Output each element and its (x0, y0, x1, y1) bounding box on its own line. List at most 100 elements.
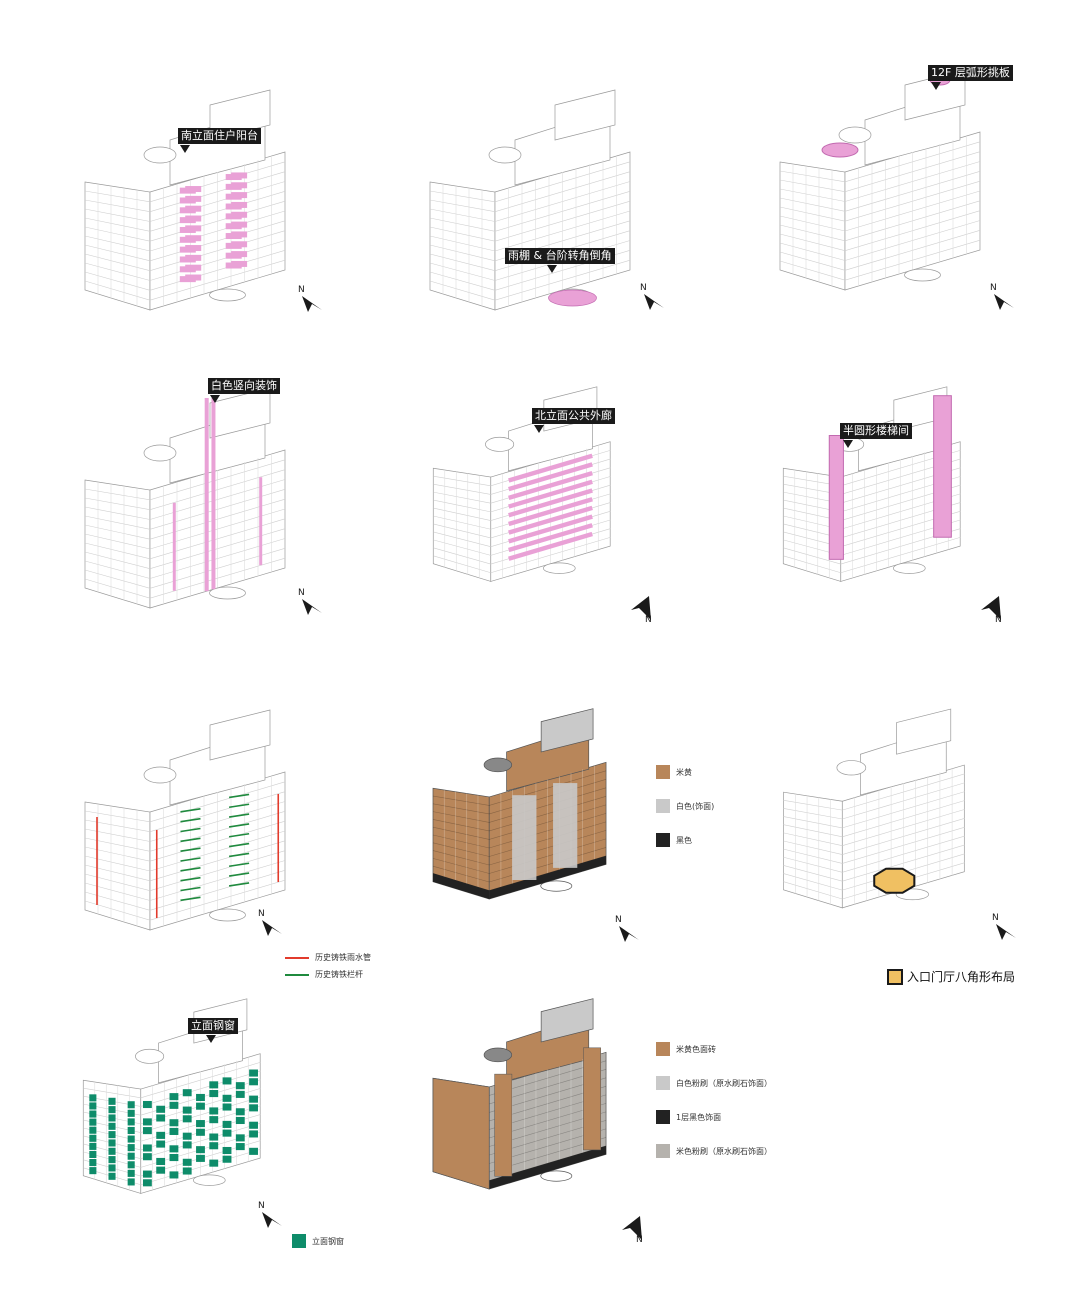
building-group (84, 709, 286, 931)
floor-line (432, 842, 490, 857)
callout-tag: 雨棚 & 台阶转角倒角 (505, 248, 615, 264)
floor-line (433, 539, 491, 556)
steel-window-highlight (127, 1135, 135, 1143)
railing-highlight (228, 793, 250, 799)
steel-window-highlight (89, 1118, 97, 1126)
steel-window-highlight (249, 1147, 258, 1155)
building-axonometric (84, 387, 286, 609)
floor-line (779, 188, 846, 202)
balcony-highlight (185, 254, 202, 261)
building-axonometric-color (432, 708, 607, 900)
steel-window-highlight (169, 1145, 179, 1153)
floor-line (432, 865, 490, 883)
steel-window-highlight (108, 1114, 116, 1122)
svg-text:N: N (640, 283, 647, 293)
floor-line (489, 796, 607, 832)
floor-line (84, 578, 151, 599)
stair-tower-roof (143, 146, 177, 164)
svg-text:N: N (298, 588, 305, 598)
railing-highlight (228, 852, 250, 858)
floor-line (84, 810, 151, 823)
steel-window-highlight (142, 1127, 152, 1135)
building-group (432, 708, 607, 900)
callout-tag: 立面钢窗 (188, 1018, 238, 1034)
floor-line (783, 824, 843, 838)
steel-window-highlight (249, 1095, 258, 1103)
floor-line (84, 873, 151, 891)
steel-window-highlight (222, 1094, 232, 1102)
entrance-canopy (893, 562, 926, 574)
floor-line (783, 865, 843, 882)
balcony-highlight (231, 260, 248, 267)
floor-line (84, 900, 151, 921)
balcony-highlight (185, 205, 202, 212)
floor-line (84, 891, 151, 911)
legend-swatch (656, 1110, 670, 1124)
building-roof-block (540, 708, 594, 753)
balcony-highlight (231, 182, 248, 189)
legend-item: 历史铸铁雨水管 (285, 952, 371, 963)
brick-face (432, 1077, 490, 1190)
floor-line (433, 499, 491, 513)
floor-line (779, 242, 846, 261)
railing-highlight (228, 862, 250, 868)
corridor-highlight (508, 479, 593, 509)
steel-window-highlight (108, 1139, 116, 1147)
steel-window-highlight (89, 1094, 97, 1102)
svg-text:N: N (615, 915, 622, 925)
legend-cast-iron: 历史铸铁雨水管 历史铸铁栏杆 (285, 952, 371, 980)
brick-pier (583, 1047, 601, 1151)
steel-window-highlight (196, 1154, 205, 1162)
steel-window-highlight (209, 1081, 219, 1089)
legend-label: 1层黑色饰面 (676, 1112, 722, 1122)
callout-pointer (843, 440, 853, 448)
building-axonometric (783, 708, 965, 909)
legend-label: 立面钢窗 (312, 1236, 344, 1246)
callout-tag: 北立面公共外廊 (532, 408, 615, 424)
stair-tower-roof (838, 126, 872, 144)
steel-window-highlight (89, 1150, 97, 1159)
floor-line (84, 533, 151, 550)
entrance-canopy (209, 288, 246, 302)
steel-window-highlight (235, 1134, 245, 1142)
stair-highlight (933, 395, 952, 538)
steel-window-highlight (235, 1082, 245, 1090)
panel-steel-windows: 立面钢窗 (70, 990, 300, 1220)
building-group (84, 387, 286, 609)
steel-window-highlight (235, 1090, 245, 1098)
building-group (783, 708, 965, 909)
railing-highlight (228, 882, 250, 887)
legend-swatch (656, 1042, 670, 1056)
floor-line (84, 253, 151, 271)
legend-swatch (887, 968, 903, 985)
panel-octagonal-lobby (770, 700, 1005, 945)
steel-window-highlight (222, 1129, 232, 1137)
panel-south-balconies: 南立面住户阳台 (70, 80, 330, 325)
floor-line (84, 846, 151, 862)
floor-line (433, 483, 491, 495)
railing-highlight (180, 817, 201, 823)
floor-line (84, 488, 151, 501)
steel-window-highlight (142, 1100, 152, 1109)
floor-line (432, 819, 490, 832)
steel-window-highlight (156, 1166, 166, 1174)
floor-line (84, 280, 151, 301)
white-finish-band (553, 783, 578, 868)
floor-line (779, 233, 846, 251)
floor-line (429, 244, 496, 262)
building-base-black (489, 1145, 607, 1190)
floor-line (429, 217, 496, 232)
north-arrow-icon: N (625, 590, 655, 628)
legend-swatch (656, 1076, 670, 1090)
floor-line (779, 260, 846, 281)
floor-line (783, 848, 843, 864)
balcony-highlight (231, 251, 248, 258)
balcony-highlight (185, 186, 202, 193)
steel-window-highlight (127, 1109, 135, 1117)
floor-line (84, 542, 151, 560)
steel-window-highlight (108, 1147, 116, 1155)
svg-text:N: N (258, 909, 265, 919)
steel-window-highlight (127, 1169, 135, 1177)
steel-window-highlight (89, 1167, 97, 1175)
stair-tower-roof (485, 436, 515, 452)
